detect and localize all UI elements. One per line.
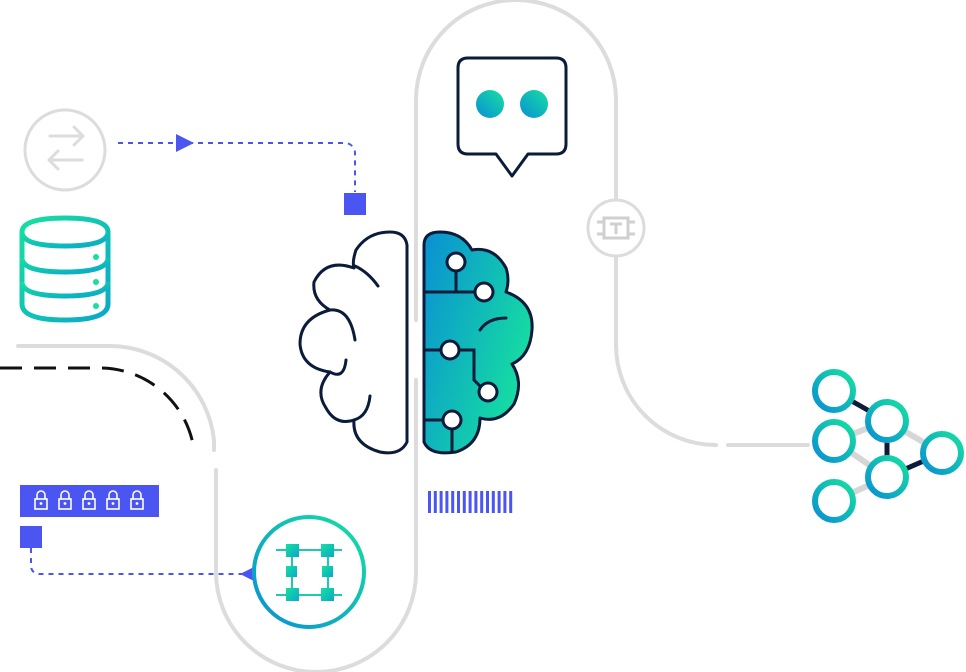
barcode-bar — [457, 491, 460, 513]
barcode-bar — [509, 491, 513, 513]
dashed-arrow-bottom — [20, 526, 258, 583]
left-track — [16, 344, 216, 452]
lock-icon — [34, 490, 48, 510]
barcode-bar — [451, 491, 455, 513]
barcode-icon — [428, 491, 513, 513]
password-lock-icon — [20, 485, 159, 517]
barcode-bar — [445, 491, 449, 513]
barcode-bar — [468, 491, 472, 513]
barcode-bar — [433, 491, 437, 513]
lock-icon — [106, 490, 120, 510]
center-track — [414, 0, 618, 322]
right-track — [614, 250, 718, 447]
barcode-bar — [462, 491, 466, 513]
lock-icon — [130, 490, 144, 510]
barcode-bar — [480, 491, 484, 513]
circuit-icon — [252, 515, 366, 629]
neural-network-icon — [812, 369, 964, 523]
barcode-bar — [428, 491, 431, 513]
barcode-bar — [497, 491, 501, 513]
barcode-bar — [486, 491, 489, 513]
chip-icon — [586, 198, 646, 258]
brain-icon — [298, 230, 534, 455]
barcode-bar — [474, 491, 478, 513]
barcode-bar — [503, 491, 507, 513]
chat-bubble-icon — [456, 56, 568, 178]
lock-icon — [82, 490, 96, 510]
database-icon — [19, 215, 111, 323]
barcode-bar — [439, 491, 443, 513]
swap-arrows-icon — [23, 108, 107, 192]
barcode-bar — [491, 491, 495, 513]
dashed-connector — [0, 366, 196, 451]
dashed-arrow-top — [118, 134, 366, 215]
center-track-lower — [214, 378, 418, 672]
grey-tracks — [16, 0, 810, 672]
lock-icon — [58, 490, 72, 510]
